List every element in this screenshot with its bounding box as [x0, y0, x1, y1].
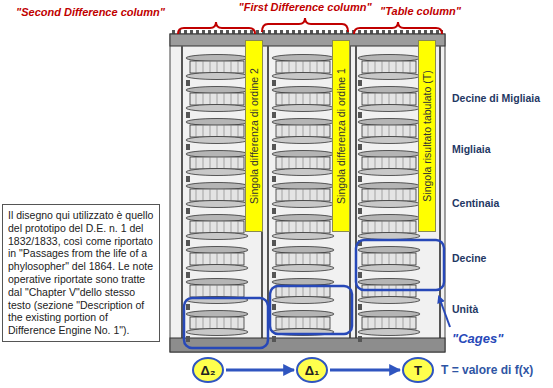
column-label-box: Singola differenza di ordine 2: [245, 40, 263, 232]
node-text: Singola differenza di ordine 1: [335, 68, 347, 204]
digit-place-label: Unità: [452, 303, 478, 315]
callout-label: "Cages": [452, 331, 503, 346]
node-text: Δ₂: [200, 363, 215, 378]
node-text: Singola differenza di ordine 2: [248, 68, 260, 204]
flow-arrow: [226, 369, 294, 372]
note-text: Il disegno qui utilizzato è quello del p…: [8, 209, 154, 337]
cage-outline: [184, 240, 444, 348]
digit-place-label: Decine di Migliaia: [452, 92, 540, 104]
result-circle: T: [402, 357, 434, 383]
column-label-box: Singola differenza di ordine 1: [332, 40, 350, 232]
flow-arrow: [330, 369, 400, 372]
node-text: T: [414, 363, 422, 378]
column-brace: [178, 18, 442, 34]
node-text: Singola risultato tabulato (T): [421, 70, 433, 201]
formula-note: T = valore di f(x): [441, 363, 533, 377]
note-box: Il disegno qui utilizzato è quello del p…: [2, 204, 160, 342]
engine-frame: [170, 32, 445, 352]
delta-circle: Δ₂: [192, 357, 224, 383]
column-title: "Table column": [380, 5, 461, 17]
column-title: "Second Difference column": [16, 6, 165, 18]
node-text: Δ₁: [305, 363, 320, 378]
digit-place-label: Migliaia: [452, 143, 491, 155]
digit-place-label: Decine: [452, 252, 486, 264]
column-label-box: Singola risultato tabulato (T): [418, 40, 436, 232]
delta-circle: Δ₁: [296, 357, 328, 383]
column-title: "First Difference column": [239, 1, 372, 13]
leader-arrow: [439, 297, 450, 327]
digit-place-label: Centinaia: [452, 197, 499, 209]
